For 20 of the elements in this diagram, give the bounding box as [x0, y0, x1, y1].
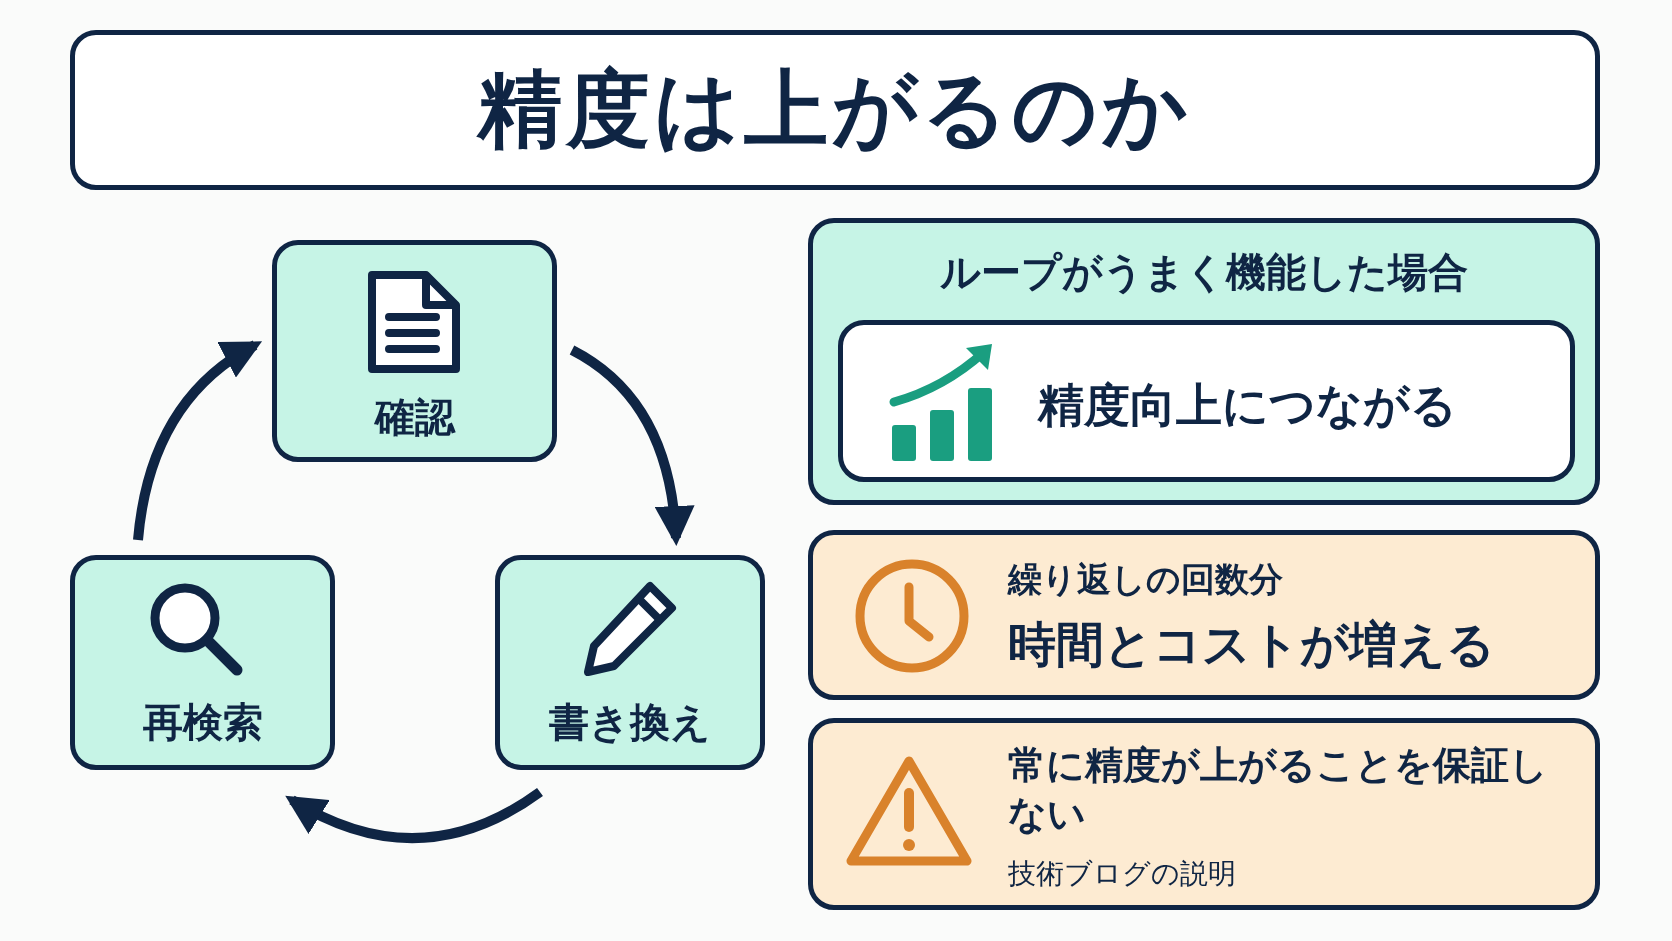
arrow [569, 345, 694, 546]
result-card [838, 320, 1575, 482]
result-text: 精度向上につながる [1038, 377, 1457, 434]
step-label: 書き換え [548, 698, 712, 747]
step-box [272, 240, 557, 462]
result-panel [808, 218, 1600, 505]
arrow [285, 787, 543, 843]
title-banner: 精度は上がるのか [70, 30, 1600, 190]
arrow [133, 340, 262, 541]
note-card [808, 718, 1600, 910]
step-box [495, 555, 765, 770]
step-label: 再検索 [141, 698, 264, 747]
note-heading: 常に精度が上がることを保証しない [1008, 742, 1549, 839]
step-label: 確認 [373, 393, 457, 442]
step-box [70, 555, 335, 770]
source-note: 技術ブログの説明 [1008, 856, 1236, 892]
panel-heading: ループがうまく機能した場合 [939, 248, 1469, 297]
note-card [808, 530, 1600, 700]
note-subtext: 繰り返しの回数分 [1008, 558, 1283, 601]
note-heading: 時間とコストが増える [1008, 615, 1495, 674]
